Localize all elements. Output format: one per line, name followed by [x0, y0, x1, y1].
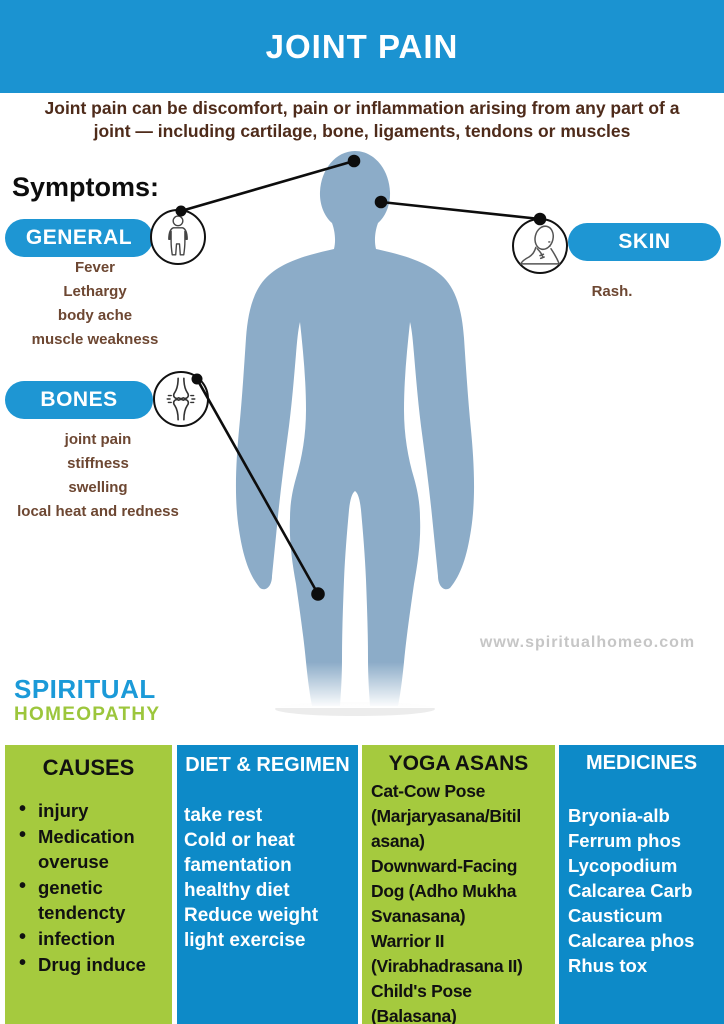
cause-item: genetic tendencty [19, 874, 170, 925]
symptom-item: swelling [68, 479, 128, 496]
yoga-heading: YOGA ASANS [388, 752, 529, 775]
symptom-item: Rash. [591, 283, 633, 300]
intro-text: Joint pain can be discomfort, pain or in… [0, 97, 724, 143]
legs-fadeout [255, 662, 455, 708]
skin-icon-circle [512, 218, 568, 274]
yoga-item: Downward-Facing [371, 856, 518, 876]
yoga-item: Child's Pose [371, 981, 472, 1001]
symptom-item: body ache [57, 307, 133, 324]
cause-item: Drug induce [19, 951, 170, 977]
title-banner: JOINT PAIN [0, 0, 724, 93]
yoga-item: Cat-Cow Pose [371, 781, 486, 801]
bones-symptoms-list: joint pain stiffness swelling local heat an… [0, 428, 196, 524]
symptom-item: muscle weakness [31, 331, 159, 348]
causes-list: injuryMedication overusegenetic tendenct… [19, 797, 170, 977]
symptom-item: Fever [74, 259, 116, 276]
medicines-heading: MEDICINES [585, 752, 698, 774]
diet-item: take rest [184, 805, 263, 826]
general-icon-circle [150, 209, 206, 265]
yoga-item: (Virabhadrasana II) [371, 956, 523, 976]
cause-item: infection [19, 925, 170, 951]
bone-joint-icon [166, 377, 196, 421]
diet-item: Reduce weight [184, 905, 319, 926]
diet-heading: DIET & REGIMEN [185, 754, 350, 776]
medicine-item: Calcarea Carb [568, 880, 693, 901]
yoga-item: Dog (Adho Mukha [371, 881, 517, 901]
skin-label: SKIN [618, 230, 671, 253]
yoga-item: Svanasana) [371, 906, 466, 926]
cause-item: injury [19, 797, 170, 823]
skin-symptoms-list: Rash. [537, 280, 687, 304]
symptoms-heading: Symptoms: [12, 172, 160, 202]
bones-icon-circle [153, 371, 209, 427]
medicine-item: Causticum [568, 905, 663, 926]
symptom-item: stiffness [67, 455, 129, 472]
medicine-item: Lycopodium [568, 855, 678, 876]
symptom-pill-skin: SKIN [568, 223, 721, 261]
cause-item: Medication overuse [19, 823, 170, 874]
yoga-item: (Balasana) [371, 1006, 457, 1024]
medicine-item: Rhus tox [568, 955, 648, 976]
intro-line-1: Joint pain can be discomfort, pain or in… [44, 98, 680, 118]
website-watermark: www.spiritualhomeo.com [479, 634, 696, 651]
yoga-item: asana) [371, 831, 425, 851]
brand-logo: SPIRITUAL HOMEOPATHY [14, 676, 160, 724]
symptom-pill-general: GENERAL [5, 219, 153, 257]
page-title: JOINT PAIN [265, 27, 459, 65]
logo-line-spiritual: SPIRITUAL [14, 674, 156, 704]
medicine-item: Ferrum phos [568, 830, 682, 851]
intro-line-2: joint — including cartilage, bone, ligam… [93, 121, 631, 141]
human-body-shape [235, 151, 475, 706]
logo-line-homeopathy: HOMEOPATHY [14, 704, 161, 725]
diet-item: light exercise [184, 930, 306, 951]
medicine-item: Bryonia-alb [568, 805, 670, 826]
yoga-item: (Marjaryasana/Bitil [371, 806, 521, 826]
column-causes: CAUSES injuryMedication overusegenetic t… [5, 745, 172, 1024]
symptom-item: Lethargy [63, 283, 127, 300]
diet-item: Cold or heat [184, 830, 295, 851]
column-yoga-asans: YOGA ASANS Cat-Cow Pose (Marjaryasana/Bit… [362, 745, 555, 1024]
bones-label: BONES [40, 388, 118, 411]
rash-scratch-icon [519, 225, 561, 265]
yoga-list: Cat-Cow Pose (Marjaryasana/Bitil asana) Dow… [362, 779, 555, 1024]
diet-item: healthy diet [184, 880, 290, 901]
medicine-item: Calcarea phos [568, 930, 695, 951]
general-label: GENERAL [25, 226, 133, 249]
yoga-item: Warrior II [371, 931, 445, 951]
symptom-item: local heat and redness [17, 503, 179, 520]
causes-heading: CAUSES [42, 755, 135, 780]
symptom-item: joint pain [64, 431, 132, 448]
standing-body-icon [168, 215, 188, 256]
symptom-pill-bones: BONES [5, 381, 153, 419]
diet-item: famentation [184, 855, 292, 876]
